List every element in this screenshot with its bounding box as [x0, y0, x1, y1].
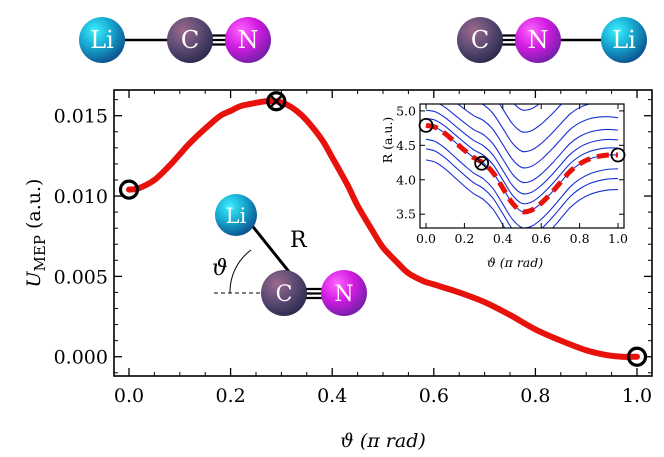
main-x-axis-label: ϑ (π rad)	[340, 430, 426, 452]
main-y-axis-label: UMEP (a.u.)	[23, 179, 49, 288]
inset-y-tick-label: 4.0	[396, 172, 416, 187]
atom-n: N	[515, 17, 561, 63]
inset-x-tick-label: 1.0	[608, 231, 628, 246]
molecule-left: Li C N	[79, 17, 271, 63]
contour-line	[513, 104, 540, 111]
contour-line	[498, 104, 563, 133]
angle-arc	[229, 249, 252, 294]
inset-x-tick-label: 0.0	[416, 231, 436, 246]
y-tick-label: 0.000	[54, 347, 108, 369]
main-markers	[118, 91, 648, 367]
inset-y-axis-label-group: R (a.u.)	[380, 117, 395, 164]
atom-label: C	[181, 26, 199, 54]
contour-line	[425, 117, 619, 205]
y-tick-label: 0.010	[54, 186, 108, 208]
contour-line	[456, 104, 619, 169]
y-axis-label: UMEP (a.u.)	[23, 179, 49, 288]
x-tick-label: 0.4	[317, 385, 347, 407]
marker-point	[118, 179, 140, 200]
atom-label: N	[238, 26, 259, 54]
molecule-right: C N Li	[457, 17, 647, 63]
bond-r-label: R	[290, 228, 308, 253]
inset-x-tick-label: 0.8	[570, 231, 590, 246]
inset-y-tick-label: 5.0	[396, 103, 416, 118]
y-tick-label: 0.005	[54, 266, 108, 288]
contour-line	[481, 104, 618, 153]
atom-li: Li	[79, 17, 125, 63]
marker-cross	[477, 158, 487, 168]
x-tick-label: 0.8	[520, 385, 550, 407]
marker-point	[626, 346, 648, 367]
contour-line	[425, 148, 619, 228]
inset-tick-labels: 0.0 0.2 0.4 0.6 0.8 1.0 3.5 4.0 4.5 5.0	[396, 103, 628, 246]
molecule-sketch: R ϑ Li C N	[212, 194, 367, 316]
energy-curve	[126, 97, 640, 360]
marker-point	[266, 91, 287, 112]
inset-y-tick-label: 4.5	[396, 138, 416, 153]
angle-label: ϑ	[212, 256, 228, 281]
atom-n: N	[225, 17, 271, 63]
atom-label: Li	[90, 26, 114, 54]
inset-x-tick-label: 0.2	[454, 231, 474, 246]
inset-mep-path	[425, 122, 619, 215]
marker-circle	[626, 346, 648, 367]
inset-y-axis-label: R (a.u.)	[380, 117, 395, 164]
inset-marker-point	[474, 155, 490, 171]
marker-cross	[270, 95, 283, 108]
inset-y-tick-label: 3.5	[396, 207, 416, 222]
atom-li: Li	[215, 194, 257, 236]
atom-li: Li	[601, 17, 647, 63]
x-tick-label: 0.6	[419, 385, 449, 407]
main-plot-frame	[113, 89, 653, 377]
x-tick-label: 1.0	[622, 385, 652, 407]
x-tick-label: 0.0	[114, 385, 144, 407]
inset-plot: 0.0 0.2 0.4 0.6 0.8 1.0 3.5 4.0 4.5 5.0 ϑ (π rad)…	[380, 103, 628, 270]
atom-label: N	[528, 26, 549, 54]
marker-circle	[474, 155, 490, 171]
x-tick-label: 0.2	[215, 385, 245, 407]
atom-c: C	[261, 270, 307, 316]
atom-label: Li	[226, 204, 247, 228]
inset-contours	[425, 104, 619, 228]
atom-c: C	[457, 17, 503, 63]
y-axis-label-unit: (a.u.)	[23, 179, 45, 236]
main-plot: 0.0 0.2 0.4 0.6 0.8 1.0 0.000 0.005 0.010 0.015 ϑ…	[23, 89, 653, 452]
atom-c: C	[167, 17, 213, 63]
marker-circle	[118, 179, 140, 200]
inset-x-tick-label: 0.4	[493, 231, 513, 246]
inset-x-tick-label: 0.6	[531, 231, 551, 246]
atom-label: C	[276, 282, 293, 307]
x-axis-label: ϑ (π rad)	[340, 430, 426, 452]
atom-label: C	[471, 26, 489, 54]
main-tick-labels: 0.0 0.2 0.4 0.6 0.8 1.0 0.000 0.005 0.010 0.015	[54, 106, 653, 407]
contour-line	[438, 104, 619, 184]
contour-line	[425, 159, 619, 228]
atom-label: N	[334, 282, 353, 307]
y-axis-label-sub: MEP	[31, 235, 49, 271]
marker-circle	[266, 91, 287, 112]
inset-frame	[419, 103, 625, 229]
inset-axis-ticks	[420, 104, 624, 228]
y-axis-label-main: U	[23, 270, 45, 287]
main-axis-ticks	[114, 90, 652, 376]
y-tick-label: 0.015	[54, 106, 108, 128]
atom-n: N	[321, 270, 367, 316]
atom-label: Li	[612, 26, 636, 54]
inset-x-axis-label: ϑ (π rad)	[487, 255, 543, 270]
contour-line	[425, 109, 619, 195]
